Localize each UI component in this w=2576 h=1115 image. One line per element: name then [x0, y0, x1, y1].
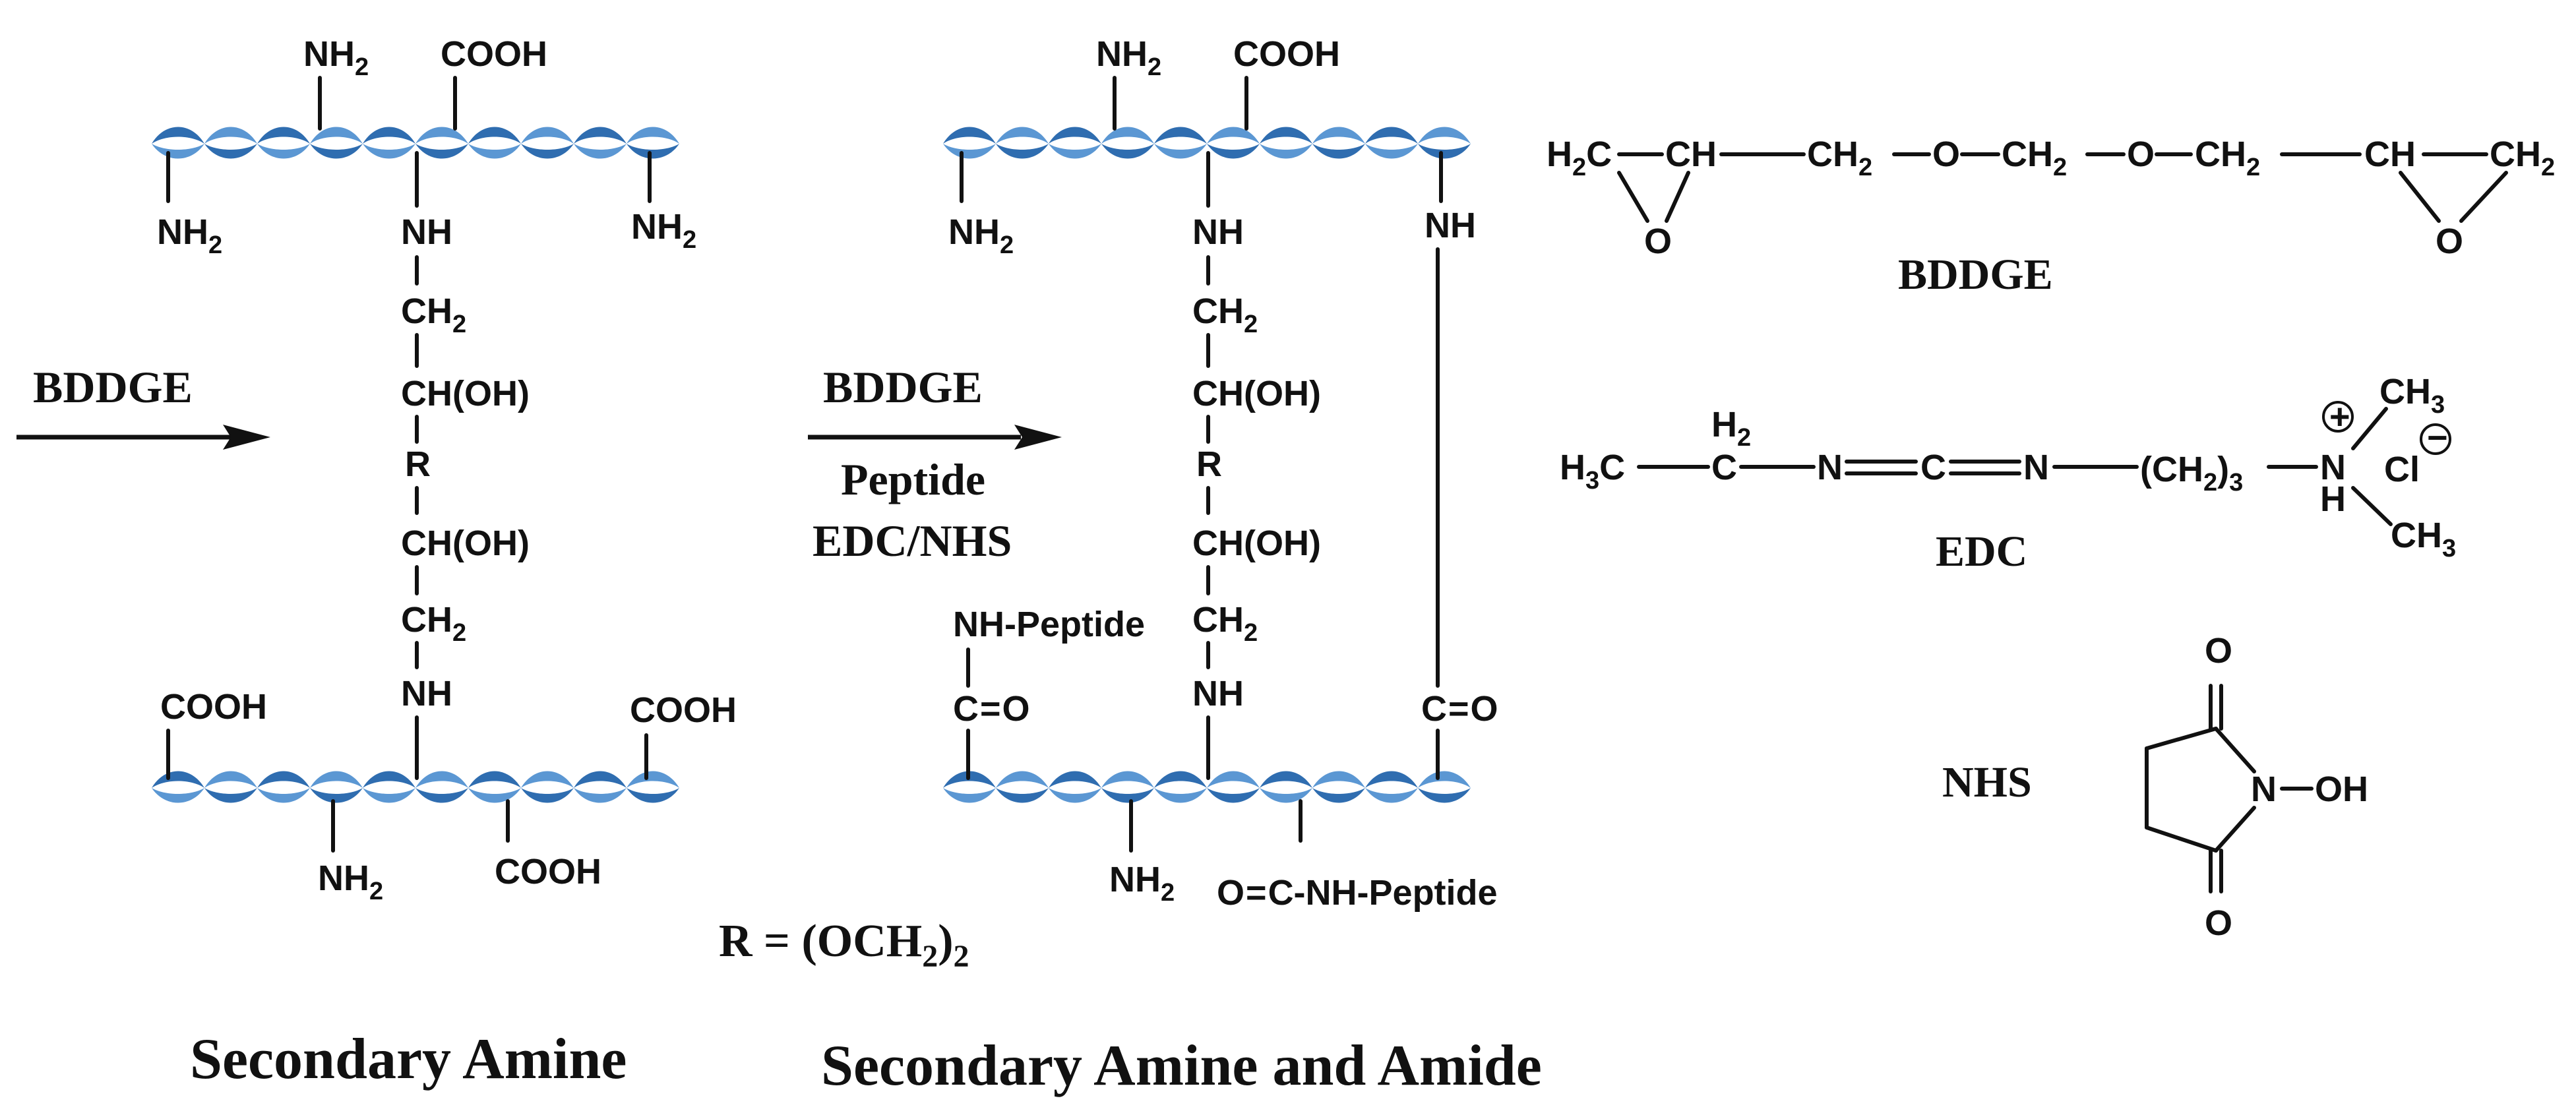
- bddge-name: BDDGE: [1898, 251, 2053, 299]
- top-cooh-label: COOH: [1233, 34, 1340, 74]
- r-definition: R = (OCH2)2: [719, 916, 969, 974]
- svg-text:O: O: [2127, 135, 2155, 174]
- nh2-label: NH2: [1109, 860, 1175, 907]
- o-c-nh-peptide-label: O=C-NH-Peptide: [1217, 873, 1498, 913]
- chain-nh-label: NH: [401, 212, 452, 252]
- chain-ch2-label: CH2: [401, 600, 466, 647]
- reagent-edc-nhs-label: EDC/NHS: [813, 516, 1012, 566]
- svg-text:(CH2)3: (CH2)3: [2140, 450, 2243, 497]
- svg-text:C: C: [1920, 448, 1946, 487]
- svg-text:N: N: [2320, 448, 2346, 487]
- svg-text:CH3: CH3: [2391, 516, 2456, 562]
- svg-text:H2: H2: [1711, 405, 1751, 452]
- svg-text:CH2: CH2: [2195, 135, 2260, 181]
- chain-r-label: R: [1196, 444, 1222, 484]
- minus-charge: −: [2427, 418, 2448, 458]
- svg-text:O: O: [2436, 222, 2463, 261]
- chain-ch2-label: CH2: [1192, 600, 1258, 647]
- svg-text:H: H: [2320, 479, 2346, 519]
- svg-text:O: O: [2205, 631, 2232, 671]
- scheme-left: NH2 COOH NH2 NH2 NH CH2 CH(OH) R CH(OH) …: [16, 34, 737, 1091]
- scheme-middle: NH2 COOH NH2 NH CH2 CH(OH) R CH(OH) CH2 …: [719, 34, 1542, 1098]
- amide-nh-label: NH: [1425, 206, 1476, 245]
- top-nh2-label: NH2: [303, 34, 369, 81]
- svg-text:CH2: CH2: [2002, 135, 2067, 181]
- bottom-nh2-label: NH2: [157, 212, 222, 259]
- cooh-label: COOH: [495, 852, 601, 891]
- reagent-bddge-label: BDDGE: [33, 362, 193, 412]
- reagent-peptide-label: Peptide: [841, 454, 985, 504]
- edc-name: EDC: [1936, 527, 2027, 576]
- chain-nh-label: NH: [1192, 212, 1244, 252]
- svg-text:CH: CH: [2364, 135, 2416, 174]
- svg-text:O: O: [1644, 222, 1672, 261]
- nhs-structure: NHS N OH O O: [1942, 631, 2368, 943]
- plus-charge: +: [2329, 397, 2350, 437]
- chain-choh-label: CH(OH): [1192, 524, 1321, 563]
- chain-ch2-label: CH2: [1192, 291, 1258, 338]
- chain-choh-label: CH(OH): [1192, 374, 1321, 413]
- chain-nh-label: NH: [401, 674, 452, 713]
- product-title: Secondary Amine: [190, 1027, 627, 1091]
- svg-text:H3C: H3C: [1560, 448, 1625, 495]
- product-title: Secondary Amine and Amide: [821, 1034, 1542, 1098]
- top-nh2-label: NH2: [1096, 34, 1161, 81]
- cooh-label: COOH: [630, 690, 737, 730]
- svg-text:C: C: [1711, 448, 1737, 487]
- svg-text:CH: CH: [1665, 135, 1717, 174]
- svg-text:CH2: CH2: [2490, 135, 2555, 181]
- svg-text:O: O: [1932, 135, 1960, 174]
- bottom-nh2-label: NH2: [631, 207, 696, 254]
- chain-ch2-label: CH2: [401, 291, 466, 338]
- svg-text:OH: OH: [2315, 769, 2368, 809]
- svg-text:N: N: [1817, 448, 1843, 487]
- nh-peptide-label: NH-Peptide: [953, 605, 1145, 644]
- amide-co-label: C=O: [1421, 689, 1498, 729]
- reagent-bddge-label: BDDGE: [823, 362, 983, 412]
- nhs-name: NHS: [1942, 758, 2032, 806]
- svg-text:H2C: H2C: [1547, 135, 1612, 181]
- arrow-head: [1014, 425, 1062, 450]
- top-cooh-label: COOH: [441, 34, 547, 74]
- nh2-label: NH2: [318, 859, 383, 905]
- edc-structure: H3C C H2 N C N (CH2)3 N H + CH3 CH3 Cl −…: [1560, 372, 2456, 576]
- chain-r-label: R: [405, 444, 431, 484]
- arrow-head: [223, 425, 270, 450]
- svg-text:N: N: [2023, 448, 2049, 487]
- chain-choh-label: CH(OH): [401, 524, 530, 563]
- svg-text:CH3: CH3: [2379, 372, 2445, 419]
- svg-text:O: O: [2205, 903, 2232, 943]
- cooh-label: COOH: [160, 687, 267, 727]
- svg-text:N: N: [2251, 769, 2277, 809]
- amide-co-label: C=O: [953, 689, 1030, 729]
- svg-text:CH2: CH2: [1807, 135, 1872, 181]
- chain-choh-label: CH(OH): [401, 374, 530, 413]
- chain-nh-label: NH: [1192, 674, 1244, 713]
- chloride-label: Cl: [2384, 450, 2420, 489]
- bottom-nh2-label: NH2: [948, 212, 1014, 259]
- bddge-structure: H2C CH O CH2 O CH2 O CH2 CH CH2 O BDDGE: [1547, 135, 2555, 299]
